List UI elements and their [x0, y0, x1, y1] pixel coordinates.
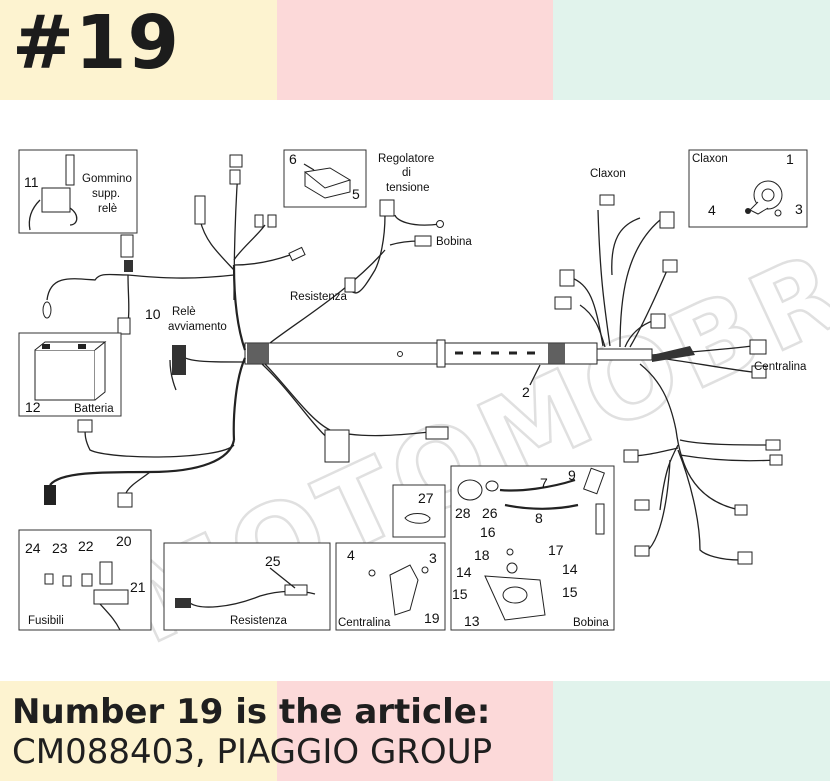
num-10: 10: [145, 306, 161, 322]
rele-avviamento: 10 Relè avviamento: [145, 306, 227, 333]
num-6: 6: [289, 151, 297, 167]
num-15b: 15: [562, 584, 578, 600]
label-regolatore: Regolatore: [378, 153, 434, 165]
label-rele: relè: [98, 203, 117, 215]
gommino-box: 11 Gommino supp. relè: [18, 149, 138, 234]
top-color-band: [0, 0, 830, 100]
num-18: 18: [474, 547, 490, 563]
label-claxon-top: Claxon: [590, 168, 626, 180]
num-15a: 15: [452, 586, 468, 602]
label-centralina-box: Centralina: [338, 617, 391, 629]
label-rele-avv-1: Relè: [172, 306, 196, 318]
label-centralina-right: Centralina: [754, 361, 807, 373]
fusibili-box: 24 23 22 20 21 Fusibili: [18, 529, 152, 631]
article-heading: Number 19 is the article:: [12, 692, 491, 732]
num-9: 9: [568, 467, 576, 483]
label-rele-avv-2: avviamento: [168, 321, 227, 333]
num-3b: 3: [429, 550, 437, 566]
label-bobina-conn: Bobina: [436, 236, 472, 248]
num-14b: 14: [562, 561, 578, 577]
num-4: 4: [708, 202, 716, 218]
item-number-badge: #19: [12, 0, 180, 86]
label-resistenza-box: Resistenza: [230, 615, 287, 627]
num-19: 19: [424, 610, 440, 626]
num-17: 17: [548, 542, 564, 558]
battery-box: 12 Batteria: [18, 332, 122, 417]
num-8: 8: [535, 510, 543, 526]
regulator-box: 6 5 Regolatore di tensione Bobina Resist…: [283, 149, 472, 303]
num-1: 1: [786, 151, 794, 167]
label-resistenza-top: Resistenza: [290, 291, 347, 303]
wiring-diagram: MOTOMOBRA: [18, 149, 830, 670]
num-4b: 4: [347, 547, 355, 563]
num-11: 11: [24, 174, 39, 190]
num-12: 12: [25, 399, 41, 415]
part-27-box: 27: [392, 484, 446, 538]
num-13: 13: [464, 613, 480, 629]
label-supp: supp.: [92, 188, 120, 200]
num-23: 23: [52, 540, 68, 556]
label-fusibili: Fusibili: [28, 615, 64, 627]
claxon-box: Claxon Claxon 1 4 3: [590, 149, 808, 228]
article-code: CM088403, PIAGGIO GROUP: [12, 732, 493, 772]
num-27: 27: [418, 490, 434, 506]
main-harness: [46, 169, 776, 561]
num-16: 16: [480, 524, 496, 540]
num-25: 25: [265, 553, 281, 569]
label-claxon-box: Claxon: [692, 153, 728, 165]
num-7: 7: [540, 475, 548, 491]
harness-connectors: [42, 154, 783, 565]
label-batteria: Batteria: [74, 403, 114, 415]
num-14a: 14: [456, 564, 472, 580]
bottom-color-band: [0, 681, 830, 781]
num-22: 22: [78, 538, 94, 554]
label-gommino: Gommino: [82, 173, 132, 185]
num-20: 20: [116, 533, 132, 549]
resistenza-box: 25 Resistenza: [163, 542, 331, 631]
label-tensione: tensione: [386, 182, 429, 194]
num-2: 2: [522, 384, 530, 400]
num-21: 21: [130, 579, 146, 595]
num-24: 24: [25, 540, 41, 556]
num-26: 26: [482, 505, 498, 521]
num-28: 28: [455, 505, 471, 521]
bobina-box: 28 26 7 9 8 16 17 18 14 14 15 15 13 Bobi…: [450, 465, 615, 631]
label-bobina-box: Bobina: [573, 617, 609, 629]
num-5: 5: [352, 186, 360, 202]
label-di: di: [402, 167, 411, 179]
centralina-box: 4 3 19 Centralina: [335, 542, 446, 631]
num-3: 3: [795, 201, 803, 217]
